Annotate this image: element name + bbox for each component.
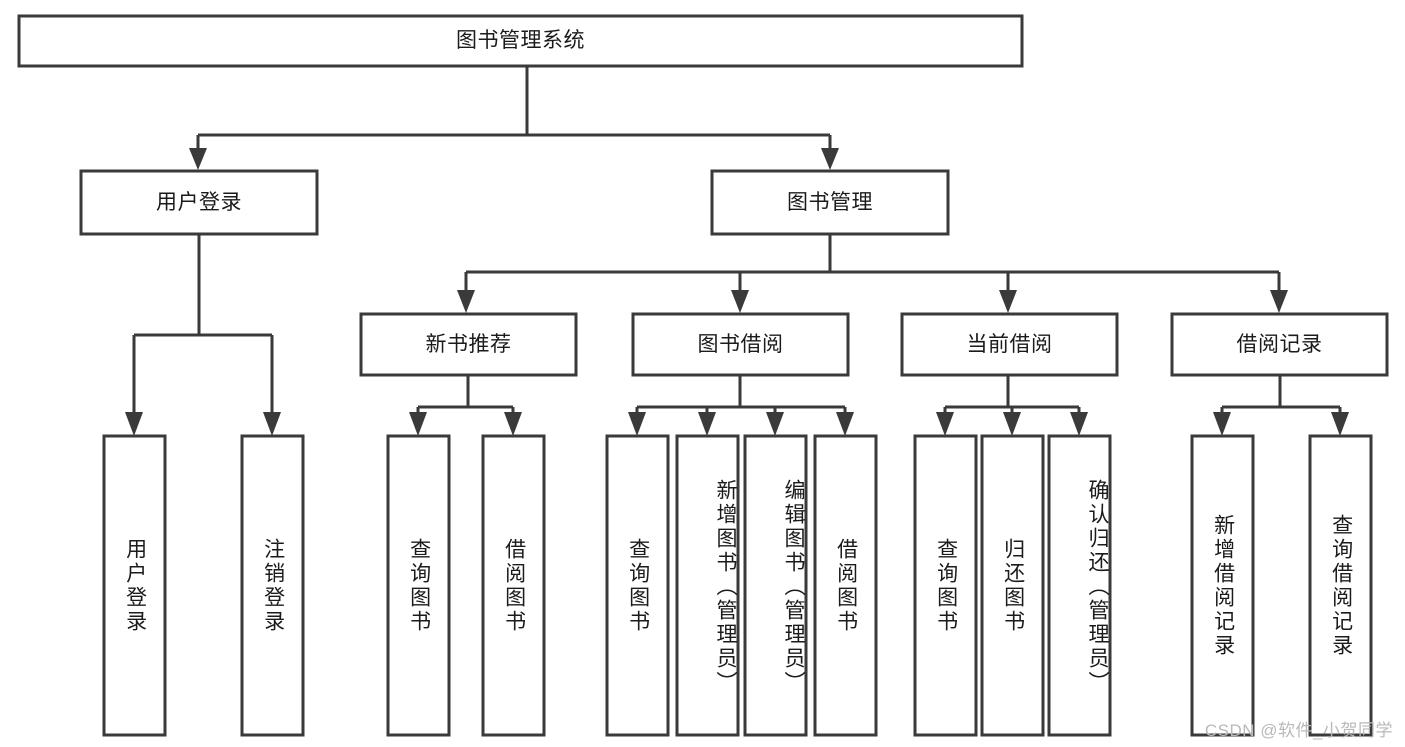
node-box-leaf-user-login[interactable] [102,434,167,737]
node-box-root[interactable] [17,14,1024,68]
arrow-head-leaf-query-book-3 [936,412,954,436]
node-box-book-management[interactable] [710,169,950,236]
node-box-borrow-record[interactable] [1170,312,1389,377]
node-box-current-borrow[interactable] [900,312,1119,377]
node-box-leaf-query-borrow-record[interactable] [1308,434,1373,737]
arrow-head-user-login [189,148,207,170]
arrow-head-leaf-borrow-book-1 [504,412,522,436]
node-box-book-borrow[interactable] [631,312,850,377]
arrow-head-book-management [821,148,839,170]
arrow-head-leaf-add-borrow-record [1213,412,1231,436]
node-box-leaf-query-book-3[interactable] [913,434,978,737]
arrow-head-leaf-add-book-admin [698,412,716,436]
arrow-head-leaf-query-book-1 [409,412,427,436]
node-box-leaf-borrow-book-2[interactable] [813,434,878,737]
arrow-head-borrow-record [1270,290,1288,313]
arrow-head-leaf-user-login [125,412,143,436]
arrow-head-leaf-edit-book-admin [766,412,784,436]
node-box-leaf-query-book-1[interactable] [386,434,451,737]
node-box-leaf-add-borrow-record[interactable] [1190,434,1255,737]
node-box-leaf-confirm-return-admin[interactable] [1047,434,1112,737]
node-box-leaf-return-book[interactable] [980,434,1045,737]
arrow-head-leaf-logout-login [263,412,281,436]
node-box-leaf-query-book-2[interactable] [605,434,670,737]
node-box-leaf-add-book-admin[interactable] [675,434,740,737]
arrow-head-leaf-query-book-2 [628,412,646,436]
arrow-head-current-borrow [999,290,1017,313]
node-box-new-book-recommend[interactable] [359,312,578,377]
node-box-user-login[interactable] [79,169,319,236]
arrow-head-leaf-borrow-book-2 [836,412,854,436]
arrow-head-new-book-recommend [457,290,475,313]
arrow-head-book-borrow [731,290,749,313]
watermark-text: CSDN @软件_小贺同学 [1204,721,1393,740]
arrow-head-leaf-confirm-return-admin [1070,412,1088,436]
node-box-leaf-edit-book-admin[interactable] [743,434,808,737]
node-box-leaf-borrow-book-1[interactable] [481,434,546,737]
arrow-head-leaf-query-borrow-record [1331,412,1349,436]
arrow-head-leaf-return-book [1003,412,1021,436]
node-box-leaf-logout-login[interactable] [240,434,305,737]
